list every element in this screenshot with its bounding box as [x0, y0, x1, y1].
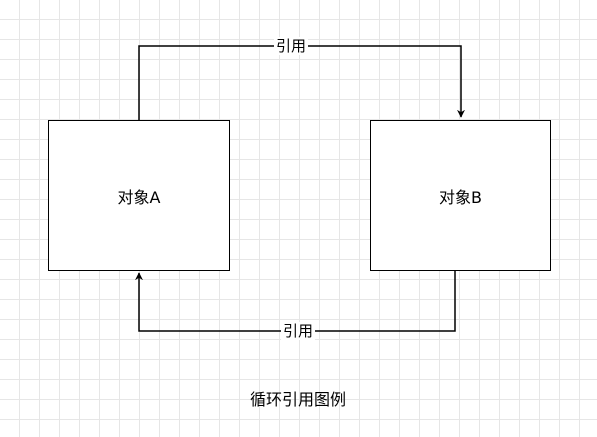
- node-object-b-label: 对象B: [439, 187, 482, 207]
- node-object-a[interactable]: 对象A: [48, 120, 230, 271]
- edge-a-to-b-label: 引用: [273, 37, 309, 55]
- node-object-b[interactable]: 对象B: [370, 120, 551, 271]
- diagram-caption: 循环引用图例: [249, 390, 347, 409]
- node-object-a-label: 对象A: [117, 187, 161, 207]
- edge-a-to-b: [138, 45, 465, 120]
- edge-b-to-a-label: 引用: [280, 322, 316, 340]
